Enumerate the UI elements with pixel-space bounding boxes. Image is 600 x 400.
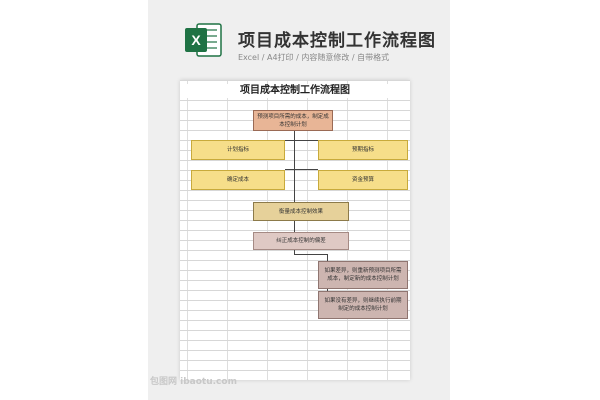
- step-correct-deviation: 纠正成本控制的偏差: [253, 232, 349, 250]
- step-branch-difference: 如果差异，则重新预测项目所需成本，制定新的成本控制计划: [318, 261, 408, 289]
- main-connector-line: [294, 131, 295, 254]
- excel-icon: X: [183, 20, 223, 60]
- row1-connector-line: [285, 140, 318, 141]
- step-plan-indicators: 计划指标: [191, 140, 285, 160]
- watermark: 包图网 ibaotu.com: [150, 377, 237, 387]
- step-determine-cost: 确定成本: [191, 170, 285, 190]
- step-branch-no-difference: 如果没有差异，则继续执行前期制定的成本控制计划: [318, 291, 408, 319]
- page-title: 项目成本控制工作流程图: [238, 31, 436, 51]
- page-subtitle: Excel / A4打印 / 内容随意修改 / 自带格式: [238, 53, 390, 62]
- step-measure-effect: 衡量成本控制效果: [253, 202, 349, 221]
- branch-split-line: [294, 254, 327, 255]
- step-fund-budget: 资金预算: [318, 170, 408, 190]
- sheet-title: 项目成本控制工作流程图: [180, 84, 410, 98]
- step-forecast-plan: 预测项目所需的成本，制定成本控制计划: [253, 110, 333, 131]
- row2-connector-line: [285, 169, 318, 170]
- svg-text:X: X: [191, 32, 201, 48]
- spreadsheet-preview: 项目成本控制工作流程图 预测项目所需的成本，制定成本控制计划 计划指标 预期指标…: [180, 80, 410, 380]
- step-expected-indicators: 预期指标: [318, 140, 408, 160]
